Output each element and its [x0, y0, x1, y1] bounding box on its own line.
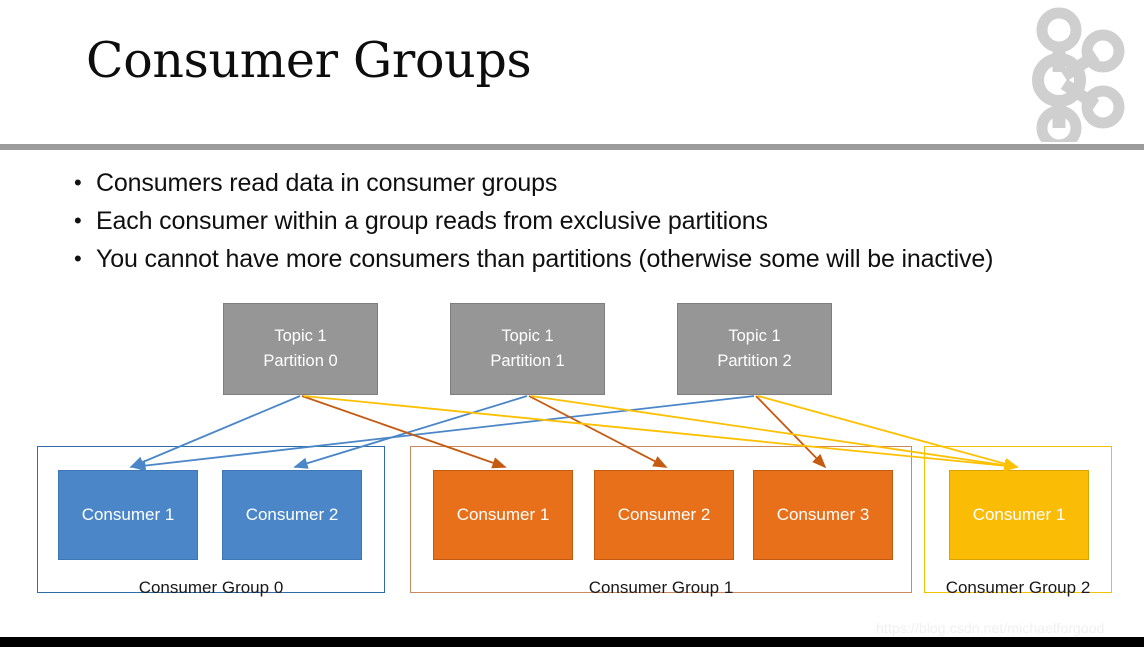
- bullet-text: You cannot have more consumers than part…: [96, 245, 994, 273]
- partition-topic-label: Topic 1: [274, 327, 327, 345]
- watermark-text: https://blog.csdn.net/michaelforgood: [876, 620, 1105, 636]
- partition-topic-label: Topic 1: [501, 327, 554, 345]
- list-item: • Consumers read data in consumer groups: [74, 165, 1114, 201]
- partition-name-label: Partition 2: [717, 352, 792, 370]
- partition-name-label: Partition 0: [263, 352, 338, 370]
- bullet-list: • Consumers read data in consumer groups…: [74, 165, 1114, 279]
- title-divider: [0, 144, 1144, 150]
- list-item: • Each consumer within a group reads fro…: [74, 203, 1114, 239]
- consumer-box-group1-1: Consumer 1: [433, 470, 573, 560]
- partition-topic-label: Topic 1: [728, 327, 781, 345]
- list-item: • You cannot have more consumers than pa…: [74, 241, 1114, 277]
- kafka-logo-icon: [1012, 6, 1128, 151]
- consumer-box-group1-3: Consumer 3: [753, 470, 893, 560]
- consumer-group-2-label: Consumer Group 2: [945, 578, 1091, 597]
- consumer-label: Consumer 1: [972, 505, 1066, 524]
- consumer-group-diagram: Topic 1 Partition 0 Topic 1 Partition 1 …: [0, 290, 1144, 620]
- consumer-box-group2-1: Consumer 1: [949, 470, 1089, 560]
- consumer-box-group0-2: Consumer 2: [222, 470, 362, 560]
- consumer-label: Consumer 1: [81, 505, 175, 524]
- page-title: Consumer Groups: [86, 32, 532, 89]
- footer-bar: [0, 637, 1144, 647]
- consumer-group-2-box: [924, 446, 1112, 593]
- consumer-group-0-label: Consumer Group 0: [138, 578, 284, 597]
- partition-name-label: Partition 1: [490, 352, 565, 370]
- partition-box-1: Topic 1 Partition 1: [450, 303, 605, 395]
- bullet-marker-icon: •: [74, 170, 82, 195]
- consumer-label: Consumer 3: [776, 505, 870, 524]
- consumer-group-1-label: Consumer Group 1: [588, 578, 734, 597]
- bullet-marker-icon: •: [74, 246, 82, 271]
- consumer-box-group0-1: Consumer 1: [58, 470, 198, 560]
- partition-box-2: Topic 1 Partition 2: [677, 303, 832, 395]
- bullet-text: Each consumer within a group reads from …: [96, 207, 768, 235]
- bullet-marker-icon: •: [74, 208, 82, 233]
- consumer-label: Consumer 1: [456, 505, 550, 524]
- consumer-label: Consumer 2: [245, 505, 339, 524]
- consumer-label: Consumer 2: [617, 505, 711, 524]
- partition-box-0: Topic 1 Partition 0: [223, 303, 378, 395]
- consumer-box-group1-2: Consumer 2: [594, 470, 734, 560]
- bullet-text: Consumers read data in consumer groups: [96, 169, 558, 197]
